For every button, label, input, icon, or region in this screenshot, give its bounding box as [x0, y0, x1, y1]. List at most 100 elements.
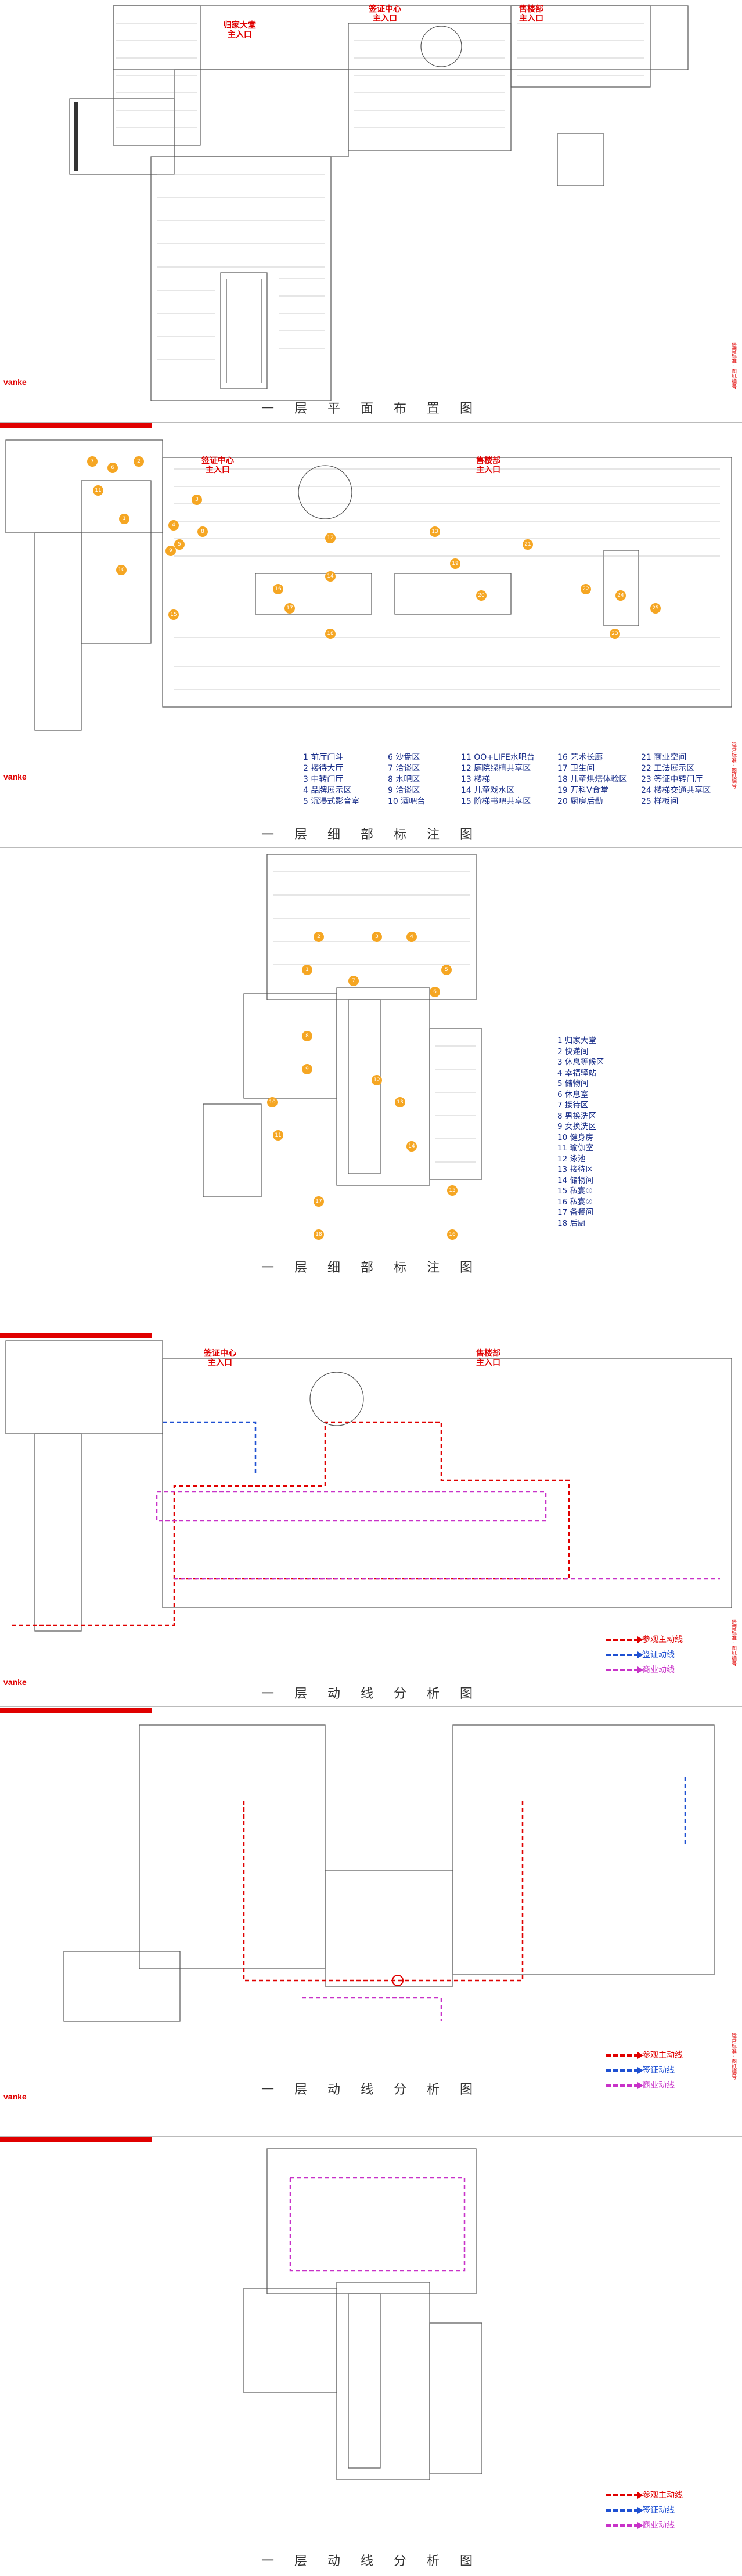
- brand-logo: vanke: [3, 1677, 27, 1687]
- room-number-badge: 2: [134, 456, 144, 467]
- sheet-divider: [0, 2136, 742, 2137]
- room-number-badge: 17: [284, 603, 295, 614]
- sheet-circulation-detail: 参观主动线 签证动线 商业动线 vanke 运营标准 · 图纸编号 一 层 动 …: [0, 1708, 742, 2134]
- room-number-badge: 6: [430, 987, 440, 997]
- arrow-icon: [606, 1666, 643, 1673]
- floorplan-drawing: [69, 5, 689, 401]
- side-note: 运营标准 · 图纸编号: [730, 1619, 736, 1666]
- room-number-badge: 19: [450, 558, 460, 569]
- room-number-badge: 15: [168, 609, 179, 620]
- room-number-badge: 5: [441, 965, 452, 975]
- detail-annotation-drawing: [5, 439, 732, 731]
- arrow-icon: [606, 1651, 643, 1658]
- room-number-badge: 25: [650, 603, 661, 614]
- entrance-label-sales-office: 售楼部 主入口: [476, 456, 500, 475]
- flow-legend: 参观主动线 签证动线 商业动线: [606, 1632, 683, 1677]
- entrance-label-visa-center: 签证中心 主入口: [204, 1349, 236, 1368]
- room-number-badge: 10: [267, 1097, 278, 1107]
- room-number-badge: 1: [119, 514, 129, 524]
- sheet-accent-bar: [0, 423, 152, 428]
- room-number-badge: 14: [406, 1141, 417, 1152]
- arrow-icon: [606, 2082, 643, 2089]
- room-number-badge: 1: [302, 965, 312, 975]
- entrance-label-visa-center: 签证中心 主入口: [201, 456, 234, 475]
- room-number-badge: 16: [447, 1229, 458, 1240]
- side-note: 运营标准 · 图纸编号: [730, 742, 736, 789]
- sheet-accent-bar: [0, 1708, 152, 1713]
- sheet-title: 一 层 平 面 布 置 图: [261, 402, 481, 416]
- room-number-badge: 23: [610, 629, 620, 639]
- room-number-badge: 4: [168, 520, 179, 531]
- flow-legend-visit: 参观主动线: [606, 1632, 683, 1647]
- room-number-badge: 21: [523, 539, 533, 550]
- flow-legend-visa: 签证动线: [606, 2063, 683, 2078]
- flow-legend: 参观主动线 签证动线 商业动线: [606, 2048, 683, 2093]
- sheet-divider: [0, 1706, 742, 1707]
- flow-legend-commercial: 商业动线: [606, 2518, 683, 2533]
- room-number-badge: 15: [447, 1185, 458, 1196]
- flow-legend-visa: 签证动线: [606, 1647, 683, 1662]
- room-number-badge: 8: [197, 526, 208, 537]
- sheet-circulation-main: 签证中心 主入口 售楼部 主入口 参观主动线 签证动线 商业动线 vanke 运…: [0, 1277, 742, 1706]
- wing-annotation-drawing: [203, 854, 482, 1197]
- room-number-badge: 12: [372, 1075, 382, 1085]
- room-number-badge: 22: [581, 584, 591, 594]
- room-number-badge: 18: [314, 1229, 324, 1240]
- side-note: 运营标准 · 图纸编号: [730, 342, 736, 389]
- flow-legend-visit: 参观主动线: [606, 2488, 683, 2503]
- room-number-badge: 11: [273, 1130, 283, 1141]
- room-number-badge: 11: [93, 485, 103, 496]
- flow-legend-visa: 签证动线: [606, 2503, 683, 2518]
- flow-legend-commercial: 商业动线: [606, 1662, 683, 1677]
- arrow-icon: [606, 2052, 643, 2059]
- room-number-badge: 12: [325, 533, 336, 543]
- room-number-badge: 8: [302, 1031, 312, 1041]
- brand-logo: vanke: [3, 377, 27, 387]
- room-number-badge: 18: [325, 629, 336, 639]
- sheet-accent-bar: [0, 1333, 152, 1338]
- entrance-label-home-lobby: 归家大堂 主入口: [224, 21, 256, 39]
- room-number-badge: 17: [314, 1196, 324, 1207]
- circulation-main-drawing: [5, 1340, 732, 1632]
- sheet-title: 一 层 动 线 分 析 图: [261, 2083, 481, 2097]
- sheet-circulation-wing: 参观主动线 签证动线 商业动线 一 层 动 线 分 析 图: [0, 2137, 742, 2576]
- room-number-badge: 6: [107, 463, 118, 473]
- room-number-badge: 13: [430, 526, 440, 537]
- sheet-title: 一 层 细 部 标 注 图: [261, 828, 481, 842]
- side-note: 运营标准 · 图纸编号: [730, 2033, 736, 2080]
- sheet-divider: [0, 422, 742, 423]
- room-number-badge: 24: [615, 590, 626, 601]
- arrow-icon: [606, 2492, 643, 2499]
- entrance-label-sales-office: 售楼部 主入口: [519, 5, 543, 23]
- room-number-badge: 14: [325, 571, 336, 582]
- room-number-badge: 3: [192, 495, 202, 505]
- room-number-badge: 20: [476, 590, 487, 601]
- flow-legend-commercial: 商业动线: [606, 2078, 683, 2093]
- sheet-accent-bar: [0, 2137, 152, 2142]
- arrow-icon: [606, 2522, 643, 2529]
- arrow-icon: [606, 2507, 643, 2514]
- flow-legend-visit: 参观主动线: [606, 2048, 683, 2063]
- flow-legend: 参观主动线 签证动线 商业动线: [606, 2488, 683, 2533]
- entrance-label-sales-office: 售楼部 主入口: [476, 1349, 500, 1368]
- room-number-badge: 4: [406, 932, 417, 942]
- room-number-badge: 16: [273, 584, 283, 594]
- room-number-badge: 7: [87, 456, 98, 467]
- sheet-title: 一 层 动 线 分 析 图: [261, 1687, 481, 1701]
- sheet-floorplan-layout: 归家大堂 主入口 签证中心 主入口 售楼部 主入口 vanke 运营标准 · 图…: [0, 0, 742, 430]
- entrance-label-visa-center: 签证中心 主入口: [369, 5, 401, 23]
- sheet-title: 一 层 细 部 标 注 图: [261, 1261, 481, 1275]
- arrow-icon: [606, 2067, 643, 2074]
- circulation-detail-drawing: [63, 1724, 715, 2022]
